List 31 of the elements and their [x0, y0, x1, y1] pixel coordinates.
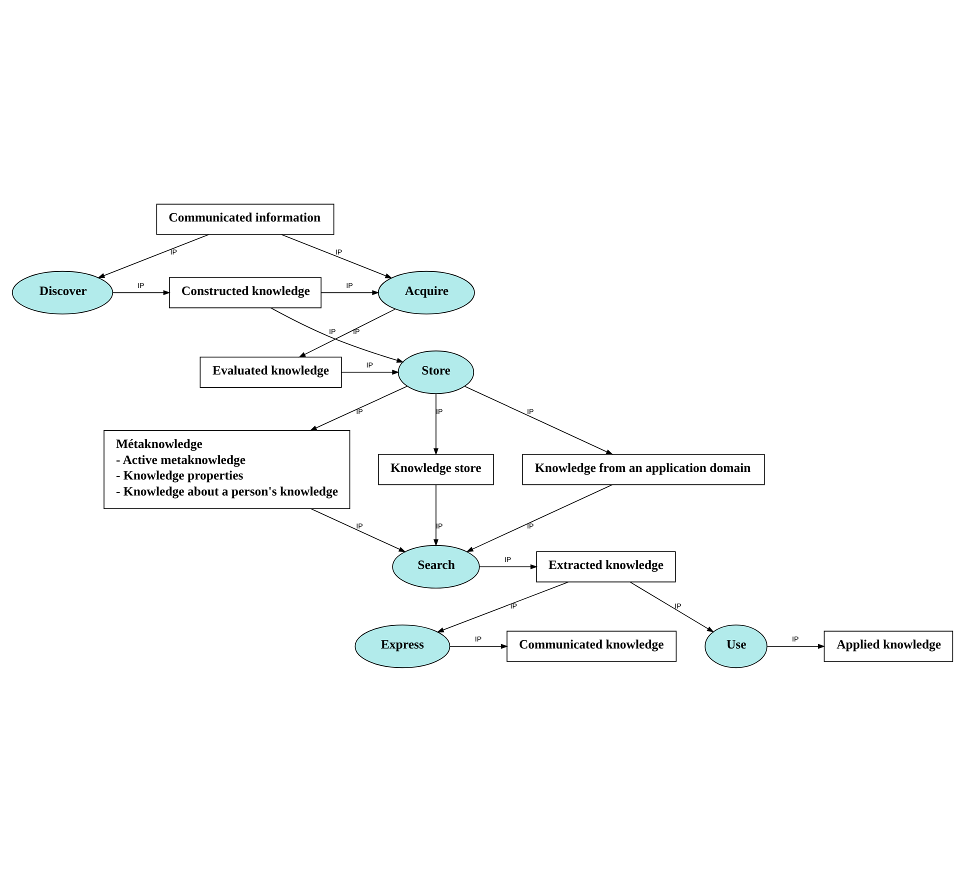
arrow [629, 581, 714, 632]
arrow [766, 643, 825, 648]
node-ellipse: Express [354, 624, 450, 668]
node-box: Métaknowledge - Active metaknowledge - Knowledge properties - Knowledge about a person's knowledge [103, 430, 350, 509]
arrow [280, 234, 392, 278]
node-box: Communicated information [156, 203, 334, 234]
arrow [464, 385, 613, 454]
arrow [310, 508, 406, 552]
node-box: Applied knowledge [823, 630, 953, 662]
arrow [340, 369, 399, 374]
node-box: Knowledge from an application domain [522, 453, 764, 485]
node-box: Communicated knowledge [506, 630, 676, 662]
node-box: Evaluated knowledge [199, 356, 342, 388]
node-ellipse: Discover [11, 270, 113, 314]
arrow [309, 385, 408, 430]
arrow [320, 290, 379, 295]
arrow [466, 484, 612, 552]
arrow [478, 564, 538, 569]
arrow [432, 484, 438, 546]
node-box: Extracted knowledge [536, 550, 676, 582]
arrow [449, 643, 508, 648]
arrow [432, 392, 438, 455]
node-box: Constructed knowledge [168, 276, 321, 308]
arrow [270, 307, 404, 362]
arrow [112, 290, 170, 295]
arrow [96, 234, 208, 278]
node-box: Knowledge store [378, 453, 494, 485]
arrow [298, 308, 396, 358]
arrow [436, 581, 568, 632]
node-ellipse: Store [397, 350, 474, 394]
node-ellipse: Acquire [377, 270, 474, 314]
